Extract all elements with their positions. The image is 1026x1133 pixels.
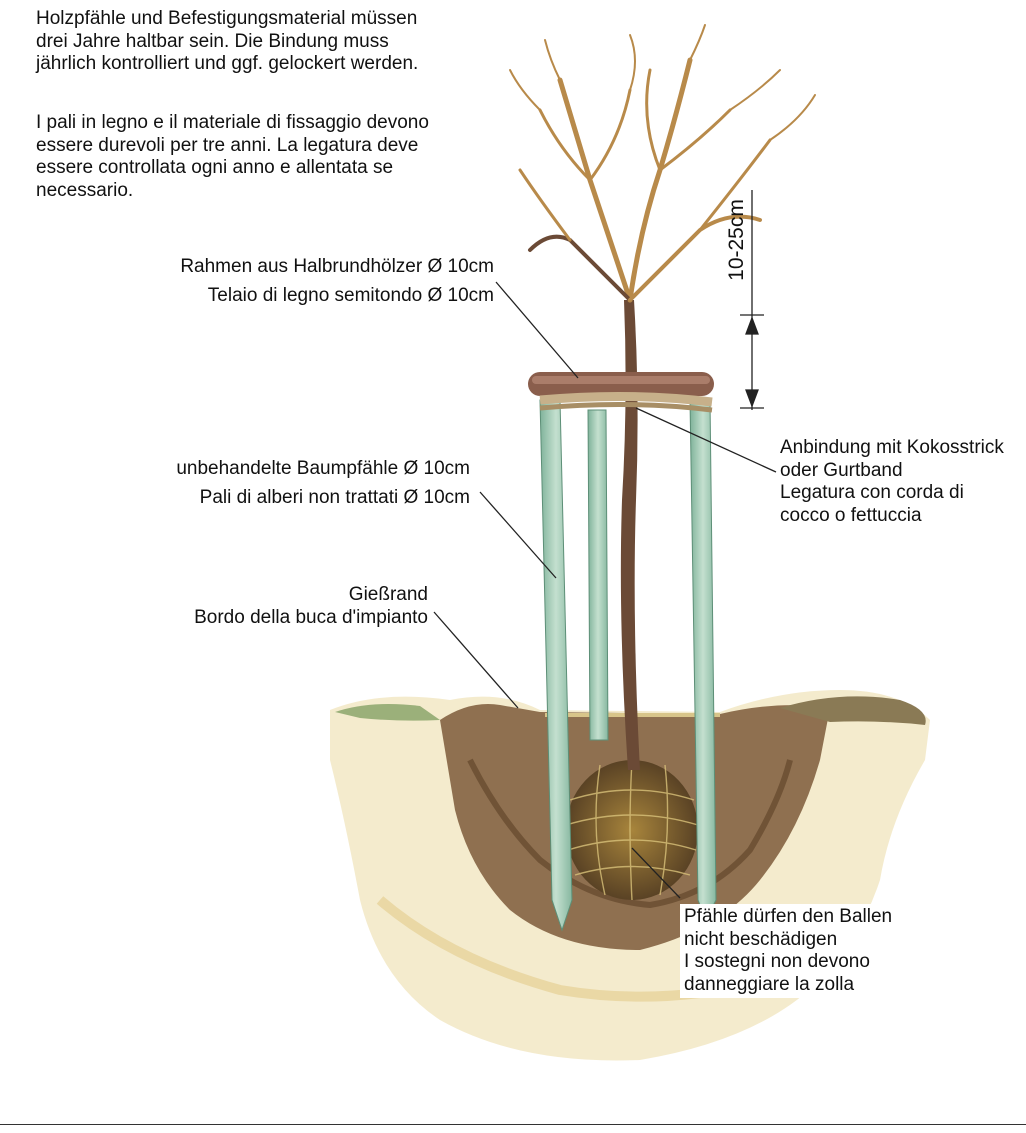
rim-label-it: Bordo della buca d'impianto [194,607,428,630]
binding-label-de: Anbindung mit Kokosstrick [780,437,1026,460]
intro-de-line: jährlich kontrolliert und ggf. gelockert… [36,53,418,76]
stakes-label: unbehandelte Baumpfähle Ø 10cm Pali di a… [176,458,470,509]
binding-label-it: Legatura con corda di [780,482,1026,505]
rim-label: Gießrand Bordo della buca d'impianto [194,584,428,629]
intro-de-line: drei Jahre haltbar sein. Die Bindung mus… [36,31,418,54]
intro-it-line: I pali in legno e il materiale di fissag… [36,112,429,135]
tree-trunk [621,300,640,770]
frame-label-it: Telaio di legno semitondo Ø 10cm [180,285,494,308]
binding-label-it: cocco o fettuccia [780,505,1026,528]
rootball-label-de: nicht beschädigen [684,929,892,952]
rootball-label-it: I sostegni non devono [684,951,892,974]
intro-de-line: Holzpfähle und Befestigungsmaterial müss… [36,8,418,31]
tree-crown [510,25,815,300]
rim-label-de: Gießrand [194,584,428,607]
intro-it-line: necessario. [36,180,429,203]
frame-label-de: Rahmen aus Halbrundhölzer Ø 10cm [180,256,494,279]
intro-it-line: essere durevoli per tre anni. La legatur… [36,135,429,158]
rootball-label: Pfähle dürfen den Ballen nicht beschädig… [680,904,896,998]
stakes-label-it: Pali di alberi non trattati Ø 10cm [176,487,470,510]
frame-label: Rahmen aus Halbrundhölzer Ø 10cm Telaio … [180,256,494,307]
binding-label-de: oder Gurtband [780,460,1026,483]
intro-text-it: I pali in legno e il materiale di fissag… [36,112,429,202]
stakes-label-de: unbehandelte Baumpfähle Ø 10cm [176,458,470,481]
dimension-label: 10-25cm [725,199,749,281]
binding-label: Anbindung mit Kokosstrick oder Gurtband … [780,437,1026,527]
dimension-label-box: 10-25cm [722,188,752,292]
intro-text-de: Holzpfähle und Befestigungsmaterial müss… [36,8,418,76]
root-ball [566,760,698,900]
intro-it-line: essere controllata ogni anno e allentata… [36,157,429,180]
wooden-frame [528,372,714,410]
rootball-label-it: danneggiare la zolla [684,974,892,997]
bottom-rule [0,1124,1026,1125]
rootball-label-de: Pfähle dürfen den Ballen [684,906,892,929]
